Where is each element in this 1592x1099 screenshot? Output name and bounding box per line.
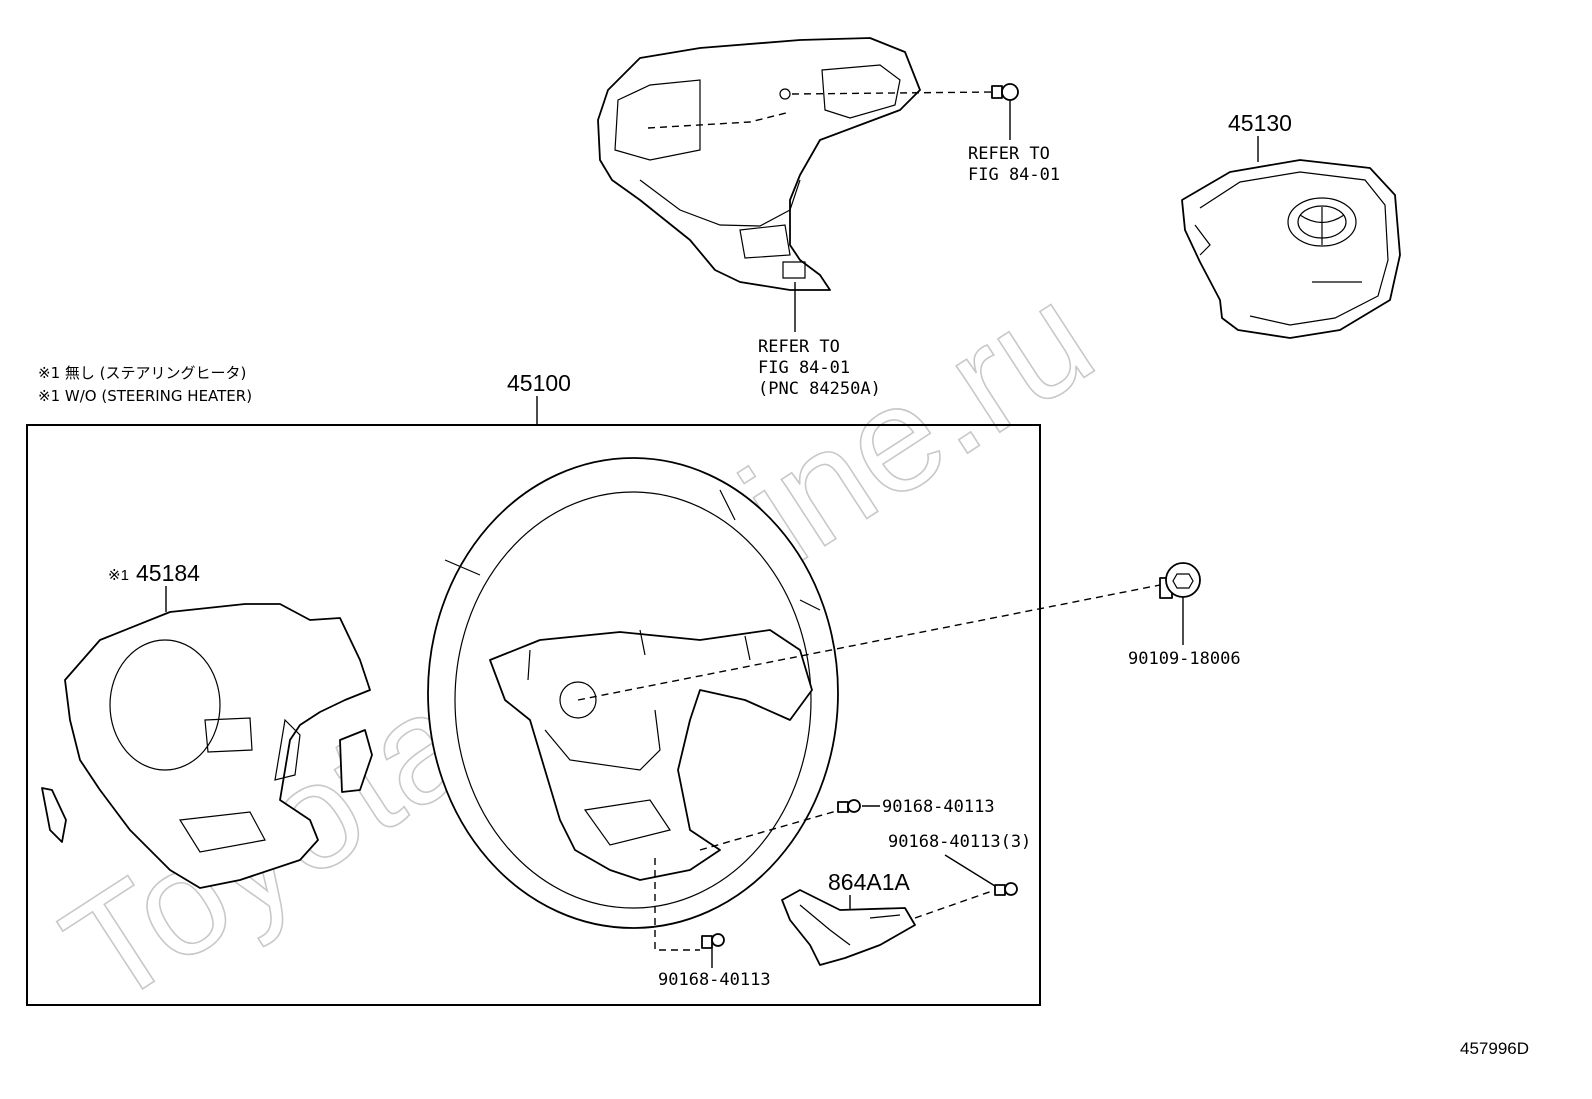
part-label-45100: 45100 <box>507 370 571 396</box>
diagram-code: 457996D <box>1460 1039 1529 1058</box>
part-label-90168-40113-qty: 90168-40113(3) <box>888 832 1031 852</box>
note-en: ※1 W/O (STEERING HEATER) <box>38 387 252 405</box>
note-jp: ※1 無し (ステアリングヒータ) <box>38 364 246 382</box>
screw-qty-icon <box>994 882 1018 896</box>
cover-mark: ※1 <box>108 567 129 584</box>
part-label-45130: 45130 <box>1228 110 1292 136</box>
ref-top-line2: FIG 84-01 <box>968 165 1060 185</box>
screw-bottom-icon <box>701 933 725 949</box>
ref-panel-line1: REFER TO <box>758 337 840 357</box>
steering-wheel-illustration <box>427 457 839 929</box>
screw-main-icon <box>1159 562 1201 599</box>
ref-top-line1: REFER TO <box>968 144 1050 164</box>
screw-main-guide <box>577 584 1161 701</box>
switch-bolt-guide <box>791 91 996 95</box>
airbag-illustration <box>1181 159 1401 339</box>
part-label-90168-40113-bottom: 90168-40113 <box>658 970 771 990</box>
switch-panel-illustration <box>597 37 921 291</box>
ref-panel-line3: (PNC 84250A) <box>758 379 881 399</box>
ref-panel-line2: FIG 84-01 <box>758 358 850 378</box>
bolt-top-icon <box>991 83 1019 101</box>
part-label-864A1A: 864A1A <box>828 869 911 895</box>
bracket-illustration <box>781 889 916 966</box>
part-label-90168-40113-right: 90168-40113 <box>882 797 995 817</box>
assembly-box <box>26 424 1041 1006</box>
part-label-45184: 45184 <box>136 560 200 586</box>
screw-right-icon <box>837 799 861 813</box>
part-label-90109-18006: 90109-18006 <box>1128 649 1241 669</box>
lower-cover-illustration <box>41 603 373 889</box>
